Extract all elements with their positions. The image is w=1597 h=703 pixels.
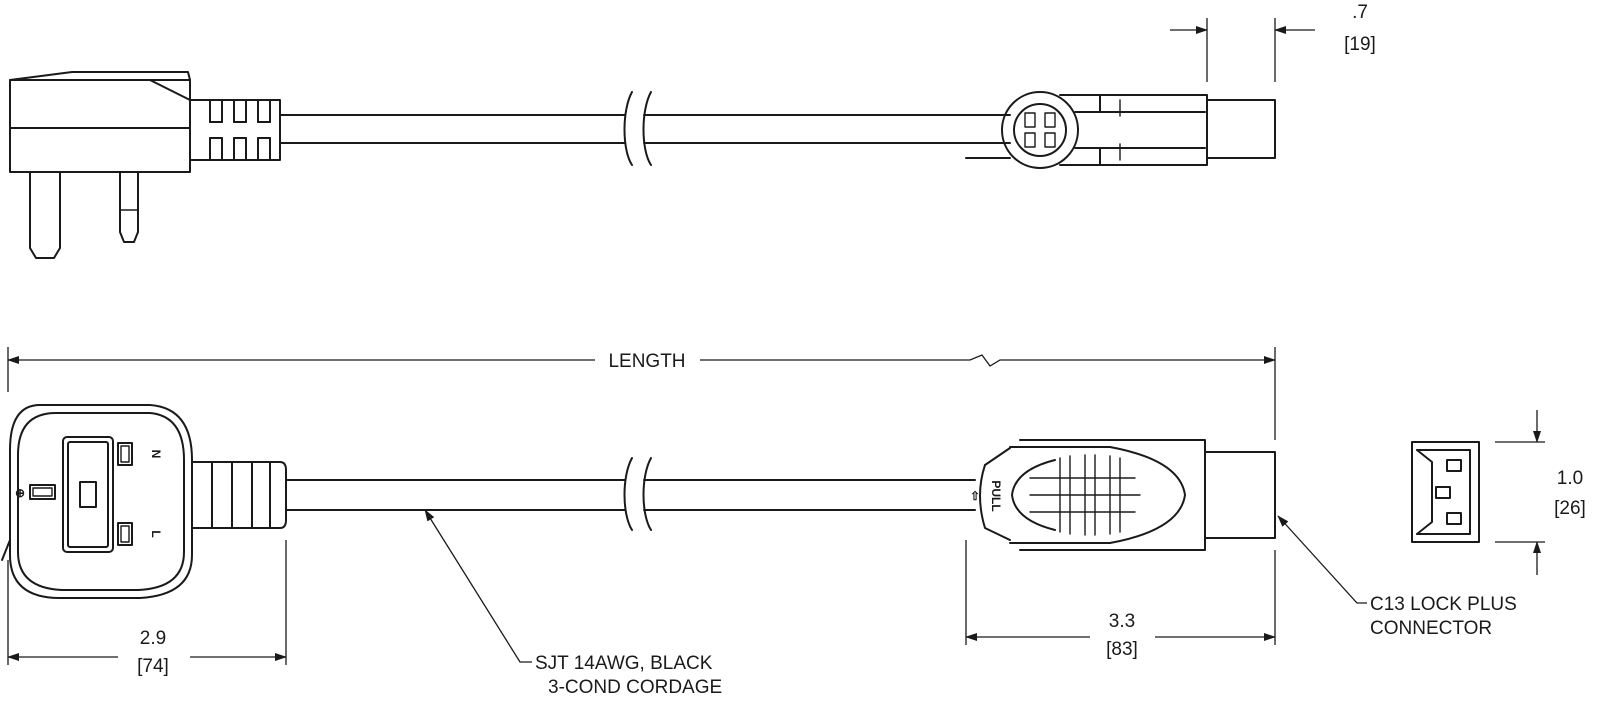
connector-thickness-inch: .7 (1352, 2, 1368, 23)
connector-length-mm: [83] (1106, 639, 1138, 660)
strain-relief-side (189, 99, 281, 161)
connector-length-inch: 3.3 (1109, 611, 1135, 632)
cable-side (279, 91, 1011, 166)
dimension-connector-length: 3.3 [83] (965, 540, 1276, 660)
callout-connector: C13 LOCK PLUS CONNECTOR (1277, 515, 1517, 639)
live-mark: L (149, 530, 163, 537)
side-view: .7 [19] (9, 2, 1376, 259)
pull-mark: PULL (989, 480, 1003, 511)
plug-length-mm: [74] (137, 656, 169, 677)
uk-plug-side (9, 71, 191, 259)
c13-connector-front: PULL ⇧ (970, 439, 1276, 551)
connector-callout-line1: C13 LOCK PLUS (1370, 594, 1517, 615)
c13-connector-end-view (1411, 441, 1480, 543)
uk-plug-face: N L ⊕ (1, 404, 193, 599)
neutral-mark: N (149, 450, 163, 459)
front-view: N L ⊕ PULL ⇧ (1, 404, 1586, 599)
strain-relief-front (191, 461, 287, 529)
dimension-length: LENGTH (7, 347, 1276, 440)
connector-thickness-mm: [19] (1344, 34, 1376, 55)
cable-front (285, 457, 976, 531)
connector-width-mm: [26] (1554, 498, 1586, 519)
length-label: LENGTH (608, 351, 685, 372)
connector-width-inch: 1.0 (1557, 468, 1583, 489)
pull-arrow-mark: ⇧ (970, 489, 980, 503)
connector-callout-line2: CONNECTOR (1370, 618, 1492, 639)
callout-cordage: SJT 14AWG, BLACK 3-COND CORDAGE (424, 509, 722, 698)
dimension-plug-length: 2.9 [74] (7, 540, 287, 677)
plug-length-inch: 2.9 (140, 628, 166, 649)
cordage-line2: 3-COND CORDAGE (548, 677, 722, 698)
cordage-line1: SJT 14AWG, BLACK (535, 653, 713, 674)
c13-connector-side (965, 91, 1276, 169)
dimension-connector-width: 1.0 [26] (1495, 410, 1586, 575)
dimension-connector-thickness: .7 [19] (1170, 2, 1376, 82)
earth-mark: ⊕ (15, 486, 25, 500)
